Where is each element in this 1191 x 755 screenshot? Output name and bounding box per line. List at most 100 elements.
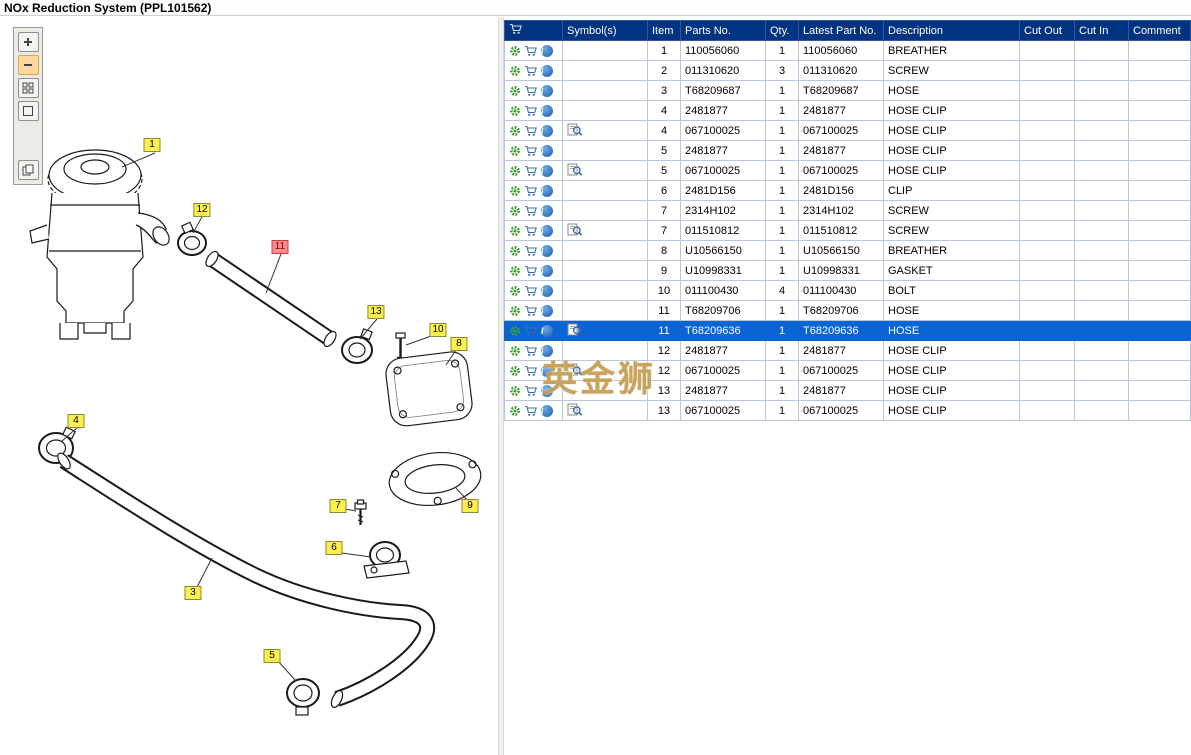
add-to-cart-icon[interactable] <box>524 85 538 97</box>
settings-icon[interactable] <box>509 205 521 217</box>
alternate-part-symbol-icon[interactable] <box>567 223 583 239</box>
settings-icon[interactable] <box>509 245 521 257</box>
print-pages-button[interactable] <box>17 160 39 180</box>
add-to-cart-icon[interactable] <box>524 385 538 397</box>
add-to-cart-icon[interactable] <box>524 305 538 317</box>
add-to-cart-icon[interactable] <box>524 205 538 217</box>
info-icon[interactable]: i <box>541 384 553 397</box>
diagram-label-8[interactable]: 8 <box>450 337 468 351</box>
info-icon[interactable]: i <box>541 344 553 357</box>
settings-icon[interactable] <box>509 405 521 417</box>
add-to-cart-icon[interactable] <box>524 345 538 357</box>
add-to-cart-icon[interactable] <box>524 285 538 297</box>
info-icon[interactable]: i <box>541 184 553 197</box>
zoom-in-button[interactable] <box>17 32 39 52</box>
info-icon[interactable]: i <box>541 64 553 77</box>
diagram-label-11[interactable]: 11 <box>271 240 289 254</box>
add-to-cart-icon[interactable] <box>524 245 538 257</box>
alternate-part-symbol-icon[interactable] <box>567 403 583 419</box>
diagram-label-1[interactable]: 1 <box>143 138 161 152</box>
settings-icon[interactable] <box>509 285 521 297</box>
settings-icon[interactable] <box>509 85 521 97</box>
panel-splitter[interactable] <box>498 17 504 755</box>
alternate-part-symbol-icon[interactable] <box>567 323 583 339</box>
info-icon[interactable]: i <box>541 104 553 117</box>
add-to-cart-icon[interactable] <box>524 265 538 277</box>
zoom-out-button[interactable] <box>17 55 39 75</box>
add-to-cart-icon[interactable] <box>524 45 538 57</box>
info-icon[interactable]: i <box>541 144 553 157</box>
add-to-cart-icon[interactable] <box>524 325 538 337</box>
alternate-part-symbol-icon[interactable] <box>567 363 583 379</box>
diagram-label-5[interactable]: 5 <box>263 649 281 663</box>
info-icon[interactable]: i <box>541 284 553 297</box>
settings-icon[interactable] <box>509 165 521 177</box>
settings-icon[interactable] <box>509 385 521 397</box>
diagram-label-9[interactable]: 9 <box>461 499 479 513</box>
info-icon[interactable]: i <box>541 224 553 237</box>
settings-icon[interactable] <box>509 145 521 157</box>
alternate-part-symbol-icon[interactable] <box>567 163 583 179</box>
info-icon[interactable]: i <box>541 404 553 417</box>
settings-icon[interactable] <box>509 365 521 377</box>
diagram-label-3[interactable]: 3 <box>184 586 202 600</box>
add-to-cart-icon[interactable] <box>524 365 538 377</box>
settings-icon[interactable] <box>509 325 521 337</box>
add-to-cart-icon[interactable] <box>524 405 538 417</box>
add-to-cart-icon[interactable] <box>524 125 538 137</box>
add-to-cart-icon[interactable] <box>524 105 538 117</box>
info-icon[interactable]: i <box>541 264 553 277</box>
settings-icon[interactable] <box>509 345 521 357</box>
info-icon[interactable]: i <box>541 244 553 257</box>
diagram-label-6[interactable]: 6 <box>325 541 343 555</box>
add-to-cart-icon[interactable] <box>524 185 538 197</box>
add-to-cart-icon[interactable] <box>524 165 538 177</box>
info-icon[interactable]: i <box>541 324 553 337</box>
diagram-label-4[interactable]: 4 <box>67 414 85 428</box>
info-icon[interactable]: i <box>541 164 553 177</box>
settings-icon[interactable] <box>509 125 521 137</box>
diagram-label-10[interactable]: 10 <box>429 323 447 337</box>
settings-icon[interactable] <box>509 305 521 317</box>
settings-icon[interactable] <box>509 45 521 57</box>
fit-window-button[interactable] <box>17 78 39 98</box>
info-icon[interactable]: i <box>541 364 553 377</box>
add-to-cart-icon[interactable] <box>524 225 538 237</box>
info-icon[interactable]: i <box>541 84 553 97</box>
settings-icon[interactable] <box>509 265 521 277</box>
diagram-label-12[interactable]: 12 <box>193 203 211 217</box>
info-icon[interactable]: i <box>541 204 553 217</box>
alternate-part-symbol-icon[interactable] <box>567 123 583 139</box>
settings-icon[interactable] <box>509 105 521 117</box>
info-icon[interactable]: i <box>541 124 553 137</box>
add-to-cart-icon[interactable] <box>524 145 538 157</box>
info-icon[interactable]: i <box>541 44 553 57</box>
diagram-label-7[interactable]: 7 <box>329 499 347 513</box>
info-icon[interactable]: i <box>541 304 553 317</box>
diagram-label-13[interactable]: 13 <box>367 305 385 319</box>
settings-icon[interactable] <box>509 225 521 237</box>
actual-size-button[interactable] <box>17 101 39 121</box>
settings-icon[interactable] <box>509 185 521 197</box>
add-to-cart-icon[interactable] <box>524 65 538 77</box>
settings-icon[interactable] <box>509 65 521 77</box>
